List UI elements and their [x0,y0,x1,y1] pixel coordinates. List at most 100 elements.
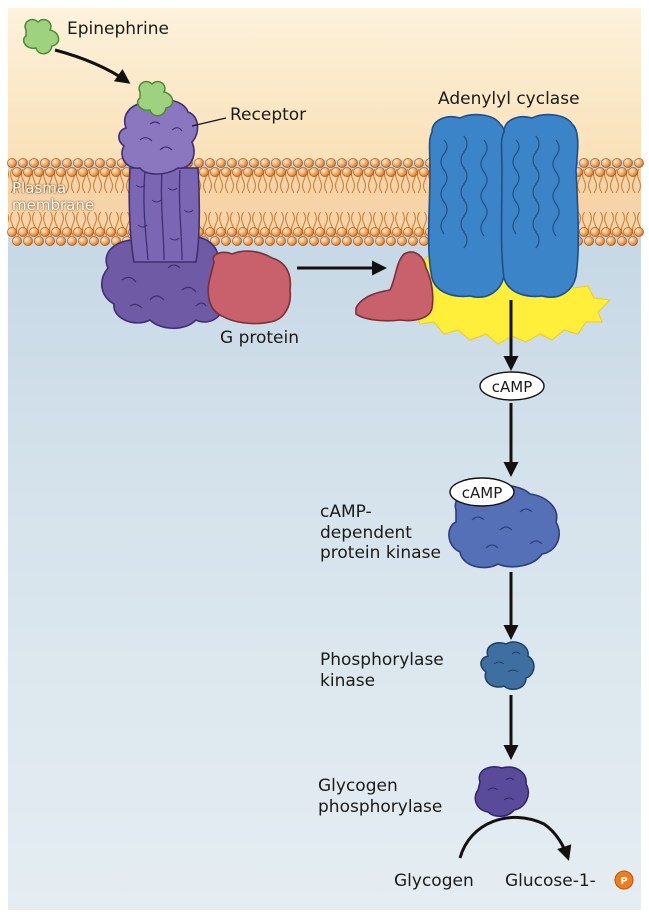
lipid-head [617,236,627,246]
lipid-head [216,158,226,168]
glucose-1-phosphate-label: Glucose-1- [505,871,596,891]
lipid-head [84,227,94,237]
lipid-head [623,227,633,237]
lipid-head [397,167,407,177]
lipid-head [243,167,253,177]
phosphate-circle [614,870,634,890]
pka-label-line-2: dependent [320,522,412,543]
camp-bound-text: cAMP [462,484,503,502]
lipid-head [260,158,270,168]
lipid-head [254,167,264,177]
lipid-head [12,236,22,246]
lipid-head [414,158,424,168]
adenylyl-cyclase [427,113,580,298]
receptor-label: Receptor [230,105,307,125]
lipid-head [210,236,220,246]
lipid-head [634,158,644,168]
lipid-head [210,167,220,177]
lipid-head [265,167,275,177]
lipid-head [260,227,270,237]
camp-oval [479,371,545,401]
lipid-head [337,227,347,237]
lipid-head [282,158,292,168]
lipid-head [337,158,347,168]
lipid-head [7,227,17,237]
lipid-head [67,236,77,246]
g-protein-label: G protein [220,328,300,348]
lipid-head [595,236,605,246]
lipid-head [386,236,396,246]
camp-dependent-protein-kinase-label: cAMP- dependent protein kinase [320,502,441,564]
phosphate-text: P [620,876,627,887]
lipid-head [359,158,369,168]
pka-label-line-1: cAMP- [320,502,372,522]
lipid-head [95,158,105,168]
lipid-head [111,167,121,177]
lipid-head [342,167,352,177]
lipid-head [293,227,303,237]
lipid-head [34,167,44,177]
lipid-head [249,227,259,237]
lipid-head [117,227,127,237]
lipid-head [73,227,83,237]
lipid-head [403,158,413,168]
lipid-head [276,167,286,177]
lipid-head [34,236,44,246]
lipid-head [243,236,253,246]
lipid-head [326,158,336,168]
lipid-head [623,158,633,168]
lipid-head [304,158,314,168]
lipid-head [590,158,600,168]
lipid-head [7,158,17,168]
lipid-head [359,227,369,237]
lipid-head [392,227,402,237]
lipid-head [375,167,385,177]
lipid-head [601,227,611,237]
lipid-head [419,236,429,246]
lipid-head [386,167,396,177]
g-protein-active [355,251,434,322]
lipid-head [397,236,407,246]
lipid-head [403,227,413,237]
lipid-head [78,167,88,177]
epinephrine-molecule [22,18,60,55]
adenylyl-cyclase-label: Adenylyl cyclase [438,89,580,109]
lipid-head [628,167,638,177]
lipid-head [287,167,297,177]
lipid-head [579,227,589,237]
lipid-head [29,158,39,168]
lipid-head [309,167,319,177]
lipid-head [584,167,594,177]
lipid-head [62,227,72,237]
lipid-head [95,227,105,237]
lipid-head [364,167,374,177]
lipid-head [348,227,358,237]
pka-label-line-3: protein kinase [320,543,441,564]
lipid-head [23,167,33,177]
lipid-head [56,167,66,177]
lipid-head [331,167,341,177]
lipid-head [298,167,308,177]
lipid-head [353,167,363,177]
lipid-head [249,158,259,168]
lipid-head [628,236,638,246]
camp-bound-oval [449,477,515,507]
lipid-head [331,236,341,246]
lipid-head [227,227,237,237]
lipid-head [194,158,204,168]
glycogen-phosphorylase-label: Glycogen phosphorylase [318,776,442,817]
lipid-head [579,158,589,168]
plasma-membrane-label-line-2: membrane [12,195,95,214]
lipid-head [78,236,88,246]
lipid-head [89,236,99,246]
glycogen-reaction-arrow [458,815,572,861]
phosphorylase-kinase [480,641,535,691]
lipid-head [12,167,22,177]
lipid-head [282,227,292,237]
lipid-head [606,167,616,177]
lipid-head [375,236,385,246]
lipid-head [381,227,391,237]
lipid-head [293,158,303,168]
